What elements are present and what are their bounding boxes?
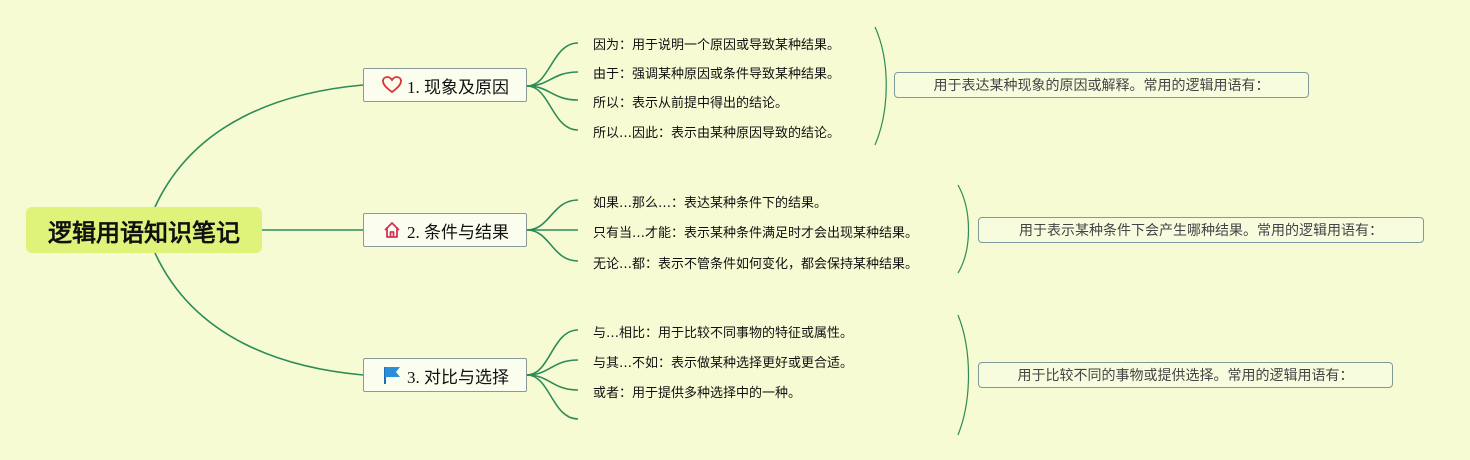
summary-box-1-text: 用于表达某种现象的原因或解释。常用的逻辑用语有： bbox=[933, 78, 1270, 94]
root-topic[interactable]: 逻辑用语知识笔记 bbox=[26, 207, 262, 253]
leaf-topic-3-1[interactable]: 与…相比：用于比较不同事物的特征或属性。 bbox=[593, 326, 854, 341]
leaf-link-3-4 bbox=[526, 374, 579, 420]
summary-brace-2 bbox=[957, 184, 970, 274]
summary-brace-1 bbox=[874, 26, 887, 146]
root-link-3 bbox=[154, 252, 364, 376]
branch-topic-3[interactable]: 3. 对比与选择 bbox=[363, 358, 527, 392]
summary-box-3[interactable]: 用于比较不同的事物或提供选择。常用的逻辑用语有： bbox=[978, 362, 1393, 388]
root-topic-label: 逻辑用语知识笔记 bbox=[48, 218, 240, 247]
branch-topic-1-label: 1. 现象及原因 bbox=[407, 77, 509, 97]
leaf-link-1-4 bbox=[526, 85, 579, 131]
leaf-topic-2-2[interactable]: 只有当…才能：表示某种条件满足时才会出现某种结果。 bbox=[593, 226, 919, 241]
flag-icon bbox=[381, 364, 403, 386]
branch-topic-1[interactable]: 1. 现象及原因 bbox=[363, 68, 527, 102]
leaf-link-3-1 bbox=[526, 329, 579, 376]
branch-topic-2[interactable]: 2. 条件与结果 bbox=[363, 213, 527, 247]
leaf-link-2-3 bbox=[526, 229, 579, 262]
leaf-topic-2-1[interactable]: 如果…那么…：表达某种条件下的结果。 bbox=[593, 196, 828, 211]
leaf-topic-1-3[interactable]: 所以：表示从前提中得出的结论。 bbox=[593, 96, 789, 111]
leaf-link-2-1 bbox=[526, 199, 579, 231]
summary-box-2[interactable]: 用于表示某种条件下会产生哪种结果。常用的逻辑用语有： bbox=[978, 217, 1424, 243]
summary-box-3-text: 用于比较不同的事物或提供选择。常用的逻辑用语有： bbox=[1017, 368, 1354, 384]
leaf-topic-1-2[interactable]: 由于：强调某种原因或条件导致某种结果。 bbox=[593, 67, 841, 82]
summary-box-1[interactable]: 用于表达某种现象的原因或解释。常用的逻辑用语有： bbox=[894, 72, 1309, 98]
leaf-topic-1-1[interactable]: 因为：用于说明一个原因或导致某种结果。 bbox=[593, 38, 841, 53]
root-link-1 bbox=[154, 84, 364, 208]
leaf-topic-1-4[interactable]: 所以…因此：表示由某种原因导致的结论。 bbox=[593, 126, 841, 141]
leaf-topic-2-3[interactable]: 无论…都：表示不管条件如何变化，都会保持某种结果。 bbox=[593, 257, 919, 272]
leaf-topic-3-3[interactable]: 或者：用于提供多种选择中的一种。 bbox=[593, 386, 802, 401]
heart-icon bbox=[381, 74, 403, 96]
summary-brace-3 bbox=[957, 314, 970, 436]
summary-box-2-text: 用于表示某种条件下会产生哪种结果。常用的逻辑用语有： bbox=[1019, 223, 1383, 239]
branch-topic-3-label: 3. 对比与选择 bbox=[407, 367, 509, 387]
home-icon bbox=[381, 219, 403, 241]
leaf-link-1-1 bbox=[526, 42, 579, 87]
branch-topic-2-label: 2. 条件与结果 bbox=[407, 222, 509, 242]
leaf-topic-3-2[interactable]: 与其…不如：表示做某种选择更好或更合适。 bbox=[593, 356, 854, 371]
